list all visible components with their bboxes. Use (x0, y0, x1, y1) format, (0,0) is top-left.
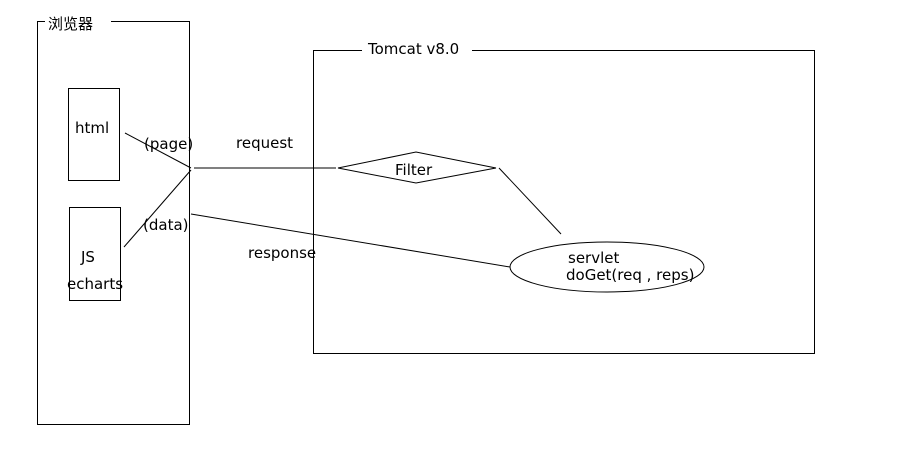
filter-label: Filter (395, 161, 433, 179)
browser-title-bg (45, 12, 111, 32)
html-to-junction-line (124, 132, 192, 169)
tomcat-container (313, 50, 815, 354)
js-to-junction-line (123, 169, 192, 248)
tomcat-title-bg (362, 40, 472, 60)
servlet-ellipse (509, 241, 705, 293)
js-echarts-box (69, 207, 121, 301)
response-label: response (248, 244, 316, 262)
filter-to-servlet-line (498, 167, 562, 235)
servlet-label: servlet (568, 249, 619, 267)
response-line (190, 213, 511, 268)
js-label: JS (80, 248, 95, 266)
tomcat-title: Tomcat v8.0 (367, 40, 459, 58)
page-label: (page) (144, 135, 193, 153)
data-label: (data) (143, 216, 189, 234)
doget-label: doGet(req , reps) (566, 266, 694, 284)
request-label: request (236, 134, 293, 152)
html-label: html (75, 119, 109, 137)
filter-diamond (337, 151, 497, 184)
echarts-label: echarts (67, 275, 123, 293)
browser-title: 浏览器 (48, 15, 93, 33)
html-box (68, 88, 120, 181)
